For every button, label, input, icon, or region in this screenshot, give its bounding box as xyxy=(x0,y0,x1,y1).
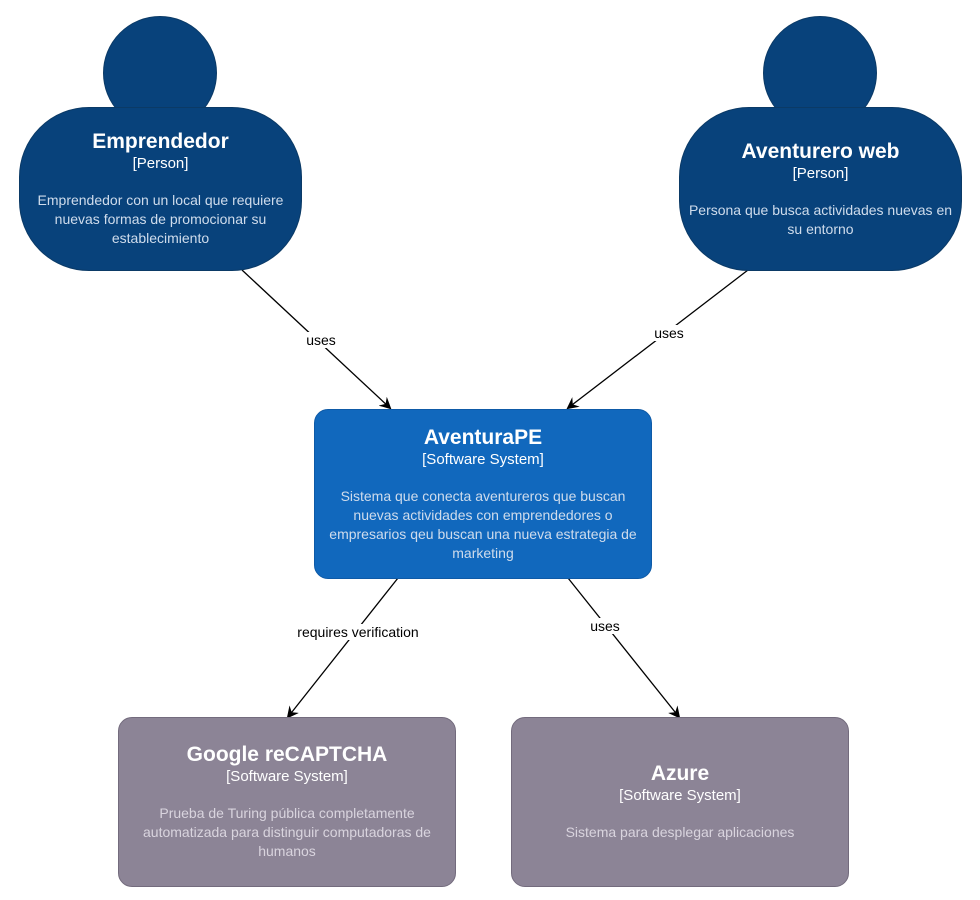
edge-aventurape-to-azure xyxy=(567,577,681,719)
person-body: Emprendedor [Person] Emprendedor con un … xyxy=(19,107,302,271)
node-description: Sistema que conecta aventureros que busc… xyxy=(329,487,637,561)
node-stereotype: [Software System] xyxy=(619,787,741,804)
edge-label-aventurero: uses xyxy=(652,325,686,341)
node-title: AventuraPE xyxy=(423,425,543,449)
node-stereotype: [Person] xyxy=(792,164,849,182)
node-title: Emprendedor xyxy=(92,130,229,153)
node-stereotype: [Software System] xyxy=(226,768,348,785)
node-description: Sistema para desplegar aplicaciones xyxy=(565,824,795,840)
node-title: Aventurero web xyxy=(741,139,900,163)
person-body: Aventurero web [Person] Persona que busc… xyxy=(679,107,962,271)
system-aventurape[interactable]: AventuraPE [Software System] Sistema que… xyxy=(314,409,652,579)
system-google-recaptcha[interactable]: Google reCAPTCHA [Software System] Prueb… xyxy=(118,717,456,887)
node-stereotype: [Person] xyxy=(132,155,189,172)
node-title: Azure xyxy=(650,762,710,785)
node-stereotype: [Software System] xyxy=(422,450,544,468)
edge-label-azure: uses xyxy=(588,618,622,634)
edge-label-recaptcha: requires verification xyxy=(295,624,421,640)
node-description: Persona que busca actividades nuevas en … xyxy=(688,201,953,237)
system-azure[interactable]: Azure [Software System] Sistema para des… xyxy=(511,717,849,887)
edge-label-emprendedor: uses xyxy=(304,332,338,348)
node-title: Google reCAPTCHA xyxy=(186,743,388,766)
node-description: Emprendedor con un local que requiere nu… xyxy=(37,192,284,246)
edge-aventurape-to-recaptcha xyxy=(286,577,399,719)
node-description: Prueba de Turing pública completamente a… xyxy=(143,805,431,859)
